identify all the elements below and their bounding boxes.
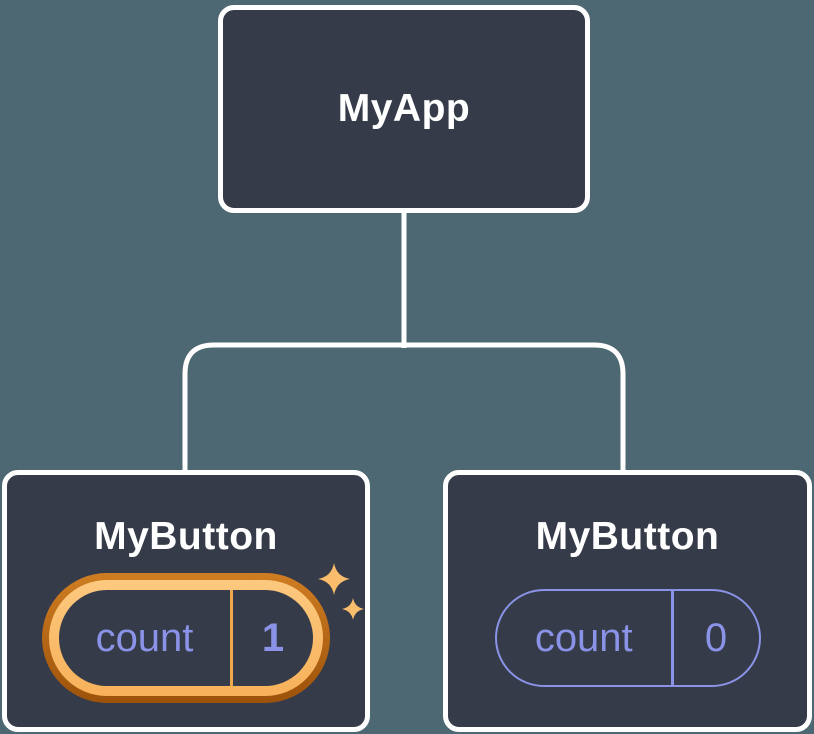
child-node-mybutton-right: MyButton count 0: [443, 470, 812, 732]
state-value: 0: [704, 615, 728, 660]
state-pill-gold-ring: count 1: [49, 580, 323, 696]
state-value: 1: [261, 615, 285, 660]
child-node-label: MyButton: [535, 515, 720, 558]
root-node-myapp: MyApp: [218, 5, 590, 213]
pill-divider: [230, 590, 233, 686]
pill-divider: [671, 591, 674, 685]
state-name: count: [95, 615, 194, 660]
state-pill: count 0: [494, 589, 761, 687]
child-node-label: MyButton: [94, 515, 278, 558]
root-node-label: MyApp: [337, 87, 471, 130]
state-name: count: [534, 615, 633, 660]
state-pill-core: count 1: [59, 590, 313, 686]
state-pill-highlighted: count 1: [42, 573, 330, 703]
child-node-mybutton-left: MyButton count 1: [2, 470, 370, 732]
